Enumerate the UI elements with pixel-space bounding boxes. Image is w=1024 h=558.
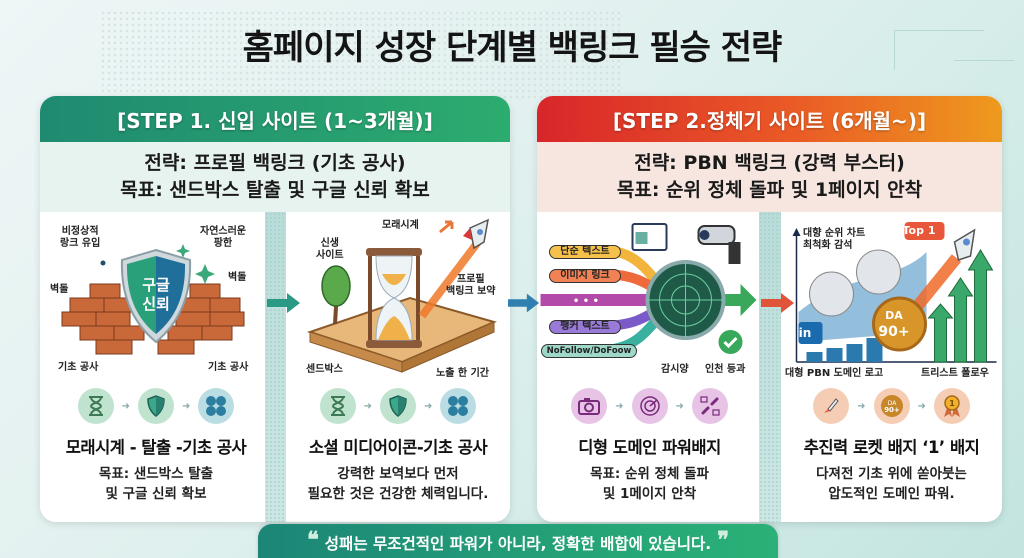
open-quote-icon: ❝ (306, 527, 319, 553)
panel-title: 소셜 미디어이콘-기초 공사 (308, 438, 488, 457)
step-1-goal: 목표: 샌드박스 탈출 및 구글 신뢰 확보 (120, 179, 430, 201)
quote-text: 성패는 무조건적인 파워가 아니라, 정확한 배합에 있습니다. (324, 535, 712, 553)
social-media-icon (198, 388, 235, 424)
top1-badge: Top 1 (902, 224, 936, 237)
stream-label: • • • (572, 296, 600, 307)
shield-bricks-illustration: 구글 신뢰 (61, 244, 245, 355)
panel-description: 목표: 순위 정체 돌파 및 1메이지 안착 (590, 466, 709, 502)
svg-text:신뢰: 신뢰 (142, 295, 170, 313)
stream-label: NoFollow/DoFoow (541, 344, 637, 358)
camera-icon (571, 388, 608, 424)
rocket-icon (813, 388, 850, 424)
step-1-strategy-box: 전략: 프로필 백링크 (기초 공사) 목표: 샌드박스 탈출 및 구글 신뢰 … (40, 142, 510, 212)
growth-chart-illustration (792, 222, 997, 363)
flow-arrow-icon (761, 293, 794, 313)
stream-label: 이미지 링크 (549, 269, 621, 283)
page-title: 홈페이지 성장 단계별 백링크 필승 전략 (242, 28, 783, 68)
stream-label: 팽커 텍스트 (549, 320, 621, 334)
quote-banner: ❝ 성패는 무조건적인 파워가 아니라, 정확한 배합에 있습니다. ❞ (258, 524, 778, 558)
hourglass-icon (319, 388, 356, 424)
svg-text:90+: 90+ (884, 406, 900, 414)
svg-text:1: 1 (949, 399, 955, 408)
label-hourglass: 모래시계 (382, 220, 419, 231)
step-2-strategy-box: 전략: PBN 백링크 (강력 부스터) 목표: 순위 정체 돌파 및 1페이지… (537, 142, 1002, 212)
label-exposure-period: 노출 한 기간 (436, 368, 489, 379)
stream-label: 단순 텍스트 (549, 245, 621, 259)
step-2-header: [STEP 2.정체기 사이트 (6개월~)] (537, 96, 1002, 142)
panel-description: 목표: 샌드박스 탈출 및 구글 신뢰 확보 (98, 466, 214, 502)
medal-icon: 1 (933, 388, 970, 424)
step-2-panel-radar: 단순 텍스트 이미지 링크 • • • 팽커 텍스트 NoFollow/DoFo… (537, 212, 762, 522)
step-2-goal: 목표: 순위 정체 돌파 및 1페이지 안착 (616, 179, 923, 201)
svg-text:DA: DA (887, 400, 897, 407)
da-badge-value: 90+ (878, 324, 910, 340)
label-foundation-right: 기초 공사 (208, 362, 249, 373)
icon-row: ➜ ➜ (537, 388, 762, 424)
icon-row: ➜ ➜ (40, 388, 272, 424)
hourglass-sandbox-illustration (306, 218, 497, 373)
step-1-column: [STEP 1. 신입 사이트 (1~3개월)] 전략: 프로필 백링크 (기초… (40, 96, 510, 522)
radar-icon (631, 388, 668, 424)
arrow-icon: ➜ (675, 400, 684, 412)
linkedin-icon: in (798, 326, 812, 340)
step-2-column: [STEP 2.정체기 사이트 (6개월~)] 전략: PBN 백링크 (강력 … (537, 96, 1002, 522)
panel-divider (759, 212, 794, 522)
close-quote-icon: ❞ (717, 527, 730, 553)
panel-title: 추진력 로켓 배지 ‘1’ 배지 (803, 438, 980, 457)
label-pbn-domain: 대형 PBN 도메인 로고 (785, 368, 884, 379)
arrow-icon: ➜ (363, 400, 372, 412)
arrow-icon: ➜ (424, 400, 433, 412)
step-1-header: [STEP 1. 신입 사이트 (1~3개월)] (40, 96, 510, 142)
circuit-decoration (894, 30, 984, 70)
hourglass-icon (77, 388, 114, 424)
shield-icon (380, 388, 416, 424)
flow-arrow-icon (267, 293, 300, 313)
arrow-icon: ➜ (182, 400, 191, 412)
arrow-icon: ➜ (917, 400, 926, 412)
broken-link-icon (691, 388, 728, 424)
arrow-icon: ➜ (857, 400, 866, 412)
step-1-strategy: 전략: 프로필 백링크 (기초 공사) (144, 152, 406, 174)
flow-arrow-icon (508, 293, 540, 313)
label-foundation-left: 기초 공사 (58, 362, 99, 373)
label-brick-left: 벽돌 (50, 284, 69, 295)
label-brick-right: 벽돌 (228, 272, 247, 283)
arrow-icon: ➜ (121, 400, 130, 412)
panel-description: 다져전 기초 위에 쏟아붓는 압도적인 도메인 파워. (816, 466, 967, 502)
shield-icon (138, 388, 174, 424)
panel-title: 디형 도메인 파워배지 (578, 438, 721, 457)
social-media-icon (440, 388, 477, 424)
step-2-strategy: 전략: PBN 백링크 (강력 부스터) (634, 152, 905, 174)
label-trust-follow: 트리스트 폴로우 (921, 368, 989, 379)
label-monitor: 감시양 (661, 364, 689, 375)
shield-label: 구글 (142, 276, 170, 294)
label-pass: 인천 등과 (705, 364, 746, 375)
arrow-icon: ➜ (615, 400, 624, 412)
panel-description: 강력한 보역보다 먼저 필요한 것은 건강한 체력입니다. (307, 466, 489, 502)
panel-title: 모래시계 - 탈출 -기초 공사 (65, 438, 247, 457)
label-sandbox: 센드박스 (306, 364, 343, 375)
circuit-decoration (954, 60, 1014, 180)
background-dot-map (100, 10, 620, 100)
icon-row: ➜ ➜ (286, 388, 510, 424)
da-badge-label: DA (885, 309, 903, 322)
